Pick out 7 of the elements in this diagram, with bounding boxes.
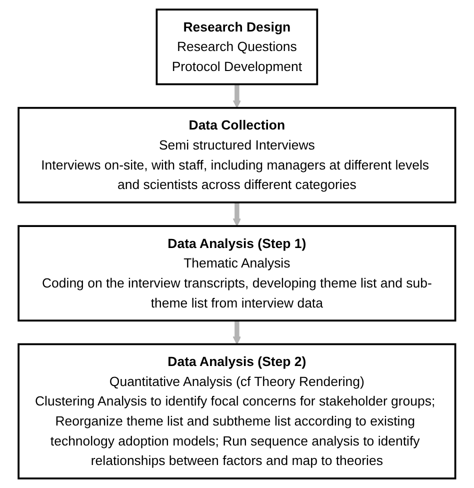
node-box: Research Design Research Questions Protocol Development — [156, 8, 318, 86]
arrow — [232, 202, 242, 226]
node-box: Data Analysis (Step 1) Thematic Analysis Coding on the interview transcripts, developing theme list and sub-theme list from interview data — [18, 225, 456, 322]
arrow — [232, 320, 242, 345]
arrow — [232, 84, 242, 108]
node-box: Data Analysis (Step 2) Quantitative Analysis (cf Theory Rendering) Clustering Analysis to identify focal concerns for stakeholder groups; Reorganize theme list and subtheme list according to existing technology adoption models; Run sequence analysis to identify relationships between factors and map to theories — [18, 343, 456, 480]
node-box: Data Collection Semi structured Interviews Interviews on-site, with staff, including managers at different levels and scientists across different categories — [18, 106, 456, 204]
